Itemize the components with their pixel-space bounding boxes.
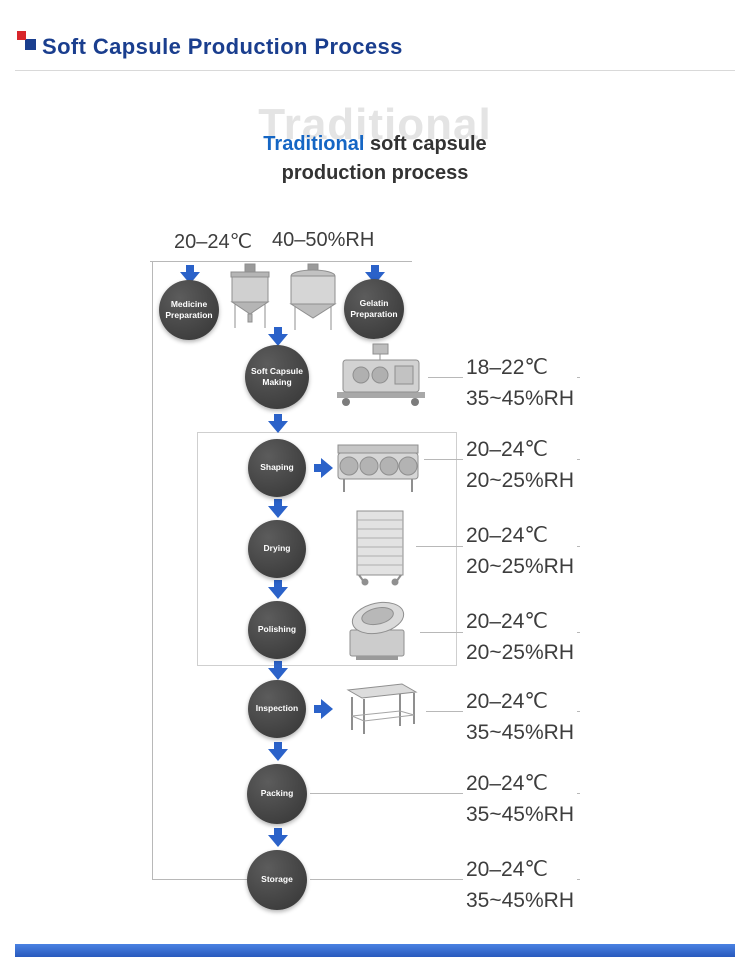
condition-inspection: 20–24℃ 35~45%RH [463, 686, 577, 748]
condition-temperature: 20–24℃ [466, 690, 548, 713]
preparation-tanks-image [230, 263, 337, 330]
condition-humidity: 20~25%RH [466, 641, 574, 664]
arrow-right-icon [314, 699, 333, 719]
header-divider [15, 70, 735, 71]
condition-humidity: 35~45%RH [466, 889, 574, 912]
conditions-underline [150, 261, 412, 262]
stage-circle-polishing: Polishing [248, 601, 306, 659]
condition-temperature: 20–24℃ [466, 772, 548, 795]
arrow-right-icon [314, 458, 333, 478]
arrow-down-icon [268, 499, 288, 518]
stage-circle-soft-capsule-making: Soft Capsule Making [245, 345, 309, 409]
stage-circle-packing: Packing [247, 764, 307, 824]
row-line-packing [310, 793, 580, 794]
page-title: Soft Capsule Production Process [42, 34, 403, 59]
stage-circle-storage: Storage [247, 850, 307, 910]
condition-storage: 20–24℃ 35~45%RH [463, 854, 577, 916]
stage-label: Gelatin Preparation [350, 297, 398, 319]
condition-shaping: 20–24℃ 20~25%RH [463, 434, 577, 496]
condition-humidity: 35~45%RH [466, 721, 574, 744]
drying-trolley-image [356, 510, 404, 586]
gelatin-melting-tank-image [289, 263, 337, 330]
arrow-down-icon [268, 742, 288, 761]
polishing-machine-image [349, 601, 405, 660]
arrow-down-icon [268, 661, 288, 680]
stage-circle-medicine-preparation: Medicine Preparation [159, 280, 219, 340]
stage-label: Polishing [257, 624, 297, 635]
arrow-down-icon [268, 327, 288, 346]
section-title-line2: production process [281, 162, 469, 184]
stage-circle-shaping: Shaping [248, 439, 306, 497]
shaping-tumbler-machine-image [337, 444, 419, 492]
stage-label: Storage [261, 874, 293, 885]
inspection-table-image [346, 683, 418, 734]
ambient-humidity: 40–50%RH [272, 229, 375, 251]
condition-humidity: 20~25%RH [466, 555, 574, 578]
stage-label: Inspection [255, 703, 299, 714]
condition-packing: 20–24℃ 35~45%RH [463, 768, 577, 830]
section-title-line1: Traditional soft capsule [0, 130, 750, 159]
stage-label: Shaping [260, 462, 294, 473]
row-line-storage [310, 879, 580, 880]
arrow-down-icon [268, 580, 288, 599]
red-square-icon [17, 31, 26, 40]
condition-temperature: 20–24℃ [466, 610, 548, 633]
condition-temperature: 20–24℃ [466, 524, 548, 547]
watermark-text: Traditional [258, 100, 492, 149]
ambient-temperature: 20–24℃ [174, 231, 253, 253]
condition-temperature: 20–24℃ [466, 858, 548, 881]
stage-label: Packing [260, 788, 294, 799]
stage-label: Drying [263, 543, 291, 554]
condition-humidity: 35~45%RH [466, 803, 574, 826]
arrow-down-icon [268, 414, 288, 433]
encapsulation-machine-image [337, 343, 425, 406]
blue-square-icon [25, 39, 36, 50]
section-title: Traditional soft capsule production proc… [0, 130, 750, 188]
section-title-highlight: Traditional [263, 133, 365, 155]
arrow-down-icon [268, 828, 288, 847]
medicine-mixing-tank-image [230, 263, 270, 328]
stage-circle-inspection: Inspection [248, 680, 306, 738]
condition-humidity: 35~45%RH [466, 387, 574, 410]
condition-temperature: 18–22℃ [466, 356, 548, 379]
stage-label: Soft Capsule Making [251, 365, 303, 387]
stage-circle-drying: Drying [248, 520, 306, 578]
condition-temperature: 20–24℃ [466, 438, 548, 461]
storage-connector-line [152, 879, 247, 880]
climate-group-box [197, 432, 457, 666]
stage-label: Medicine Preparation [165, 298, 213, 320]
condition-polishing: 20–24℃ 20~25%RH [463, 606, 577, 668]
condition-humidity: 20~25%RH [466, 469, 574, 492]
stage-circle-gelatin-preparation: Gelatin Preparation [344, 279, 404, 339]
section-title-rest: soft capsule [364, 133, 487, 155]
condition-soft-capsule-making: 18–22℃ 35~45%RH [463, 352, 577, 414]
left-flow-line [152, 261, 153, 880]
footer-bar [15, 944, 735, 957]
condition-drying: 20–24℃ 20~25%RH [463, 520, 577, 582]
